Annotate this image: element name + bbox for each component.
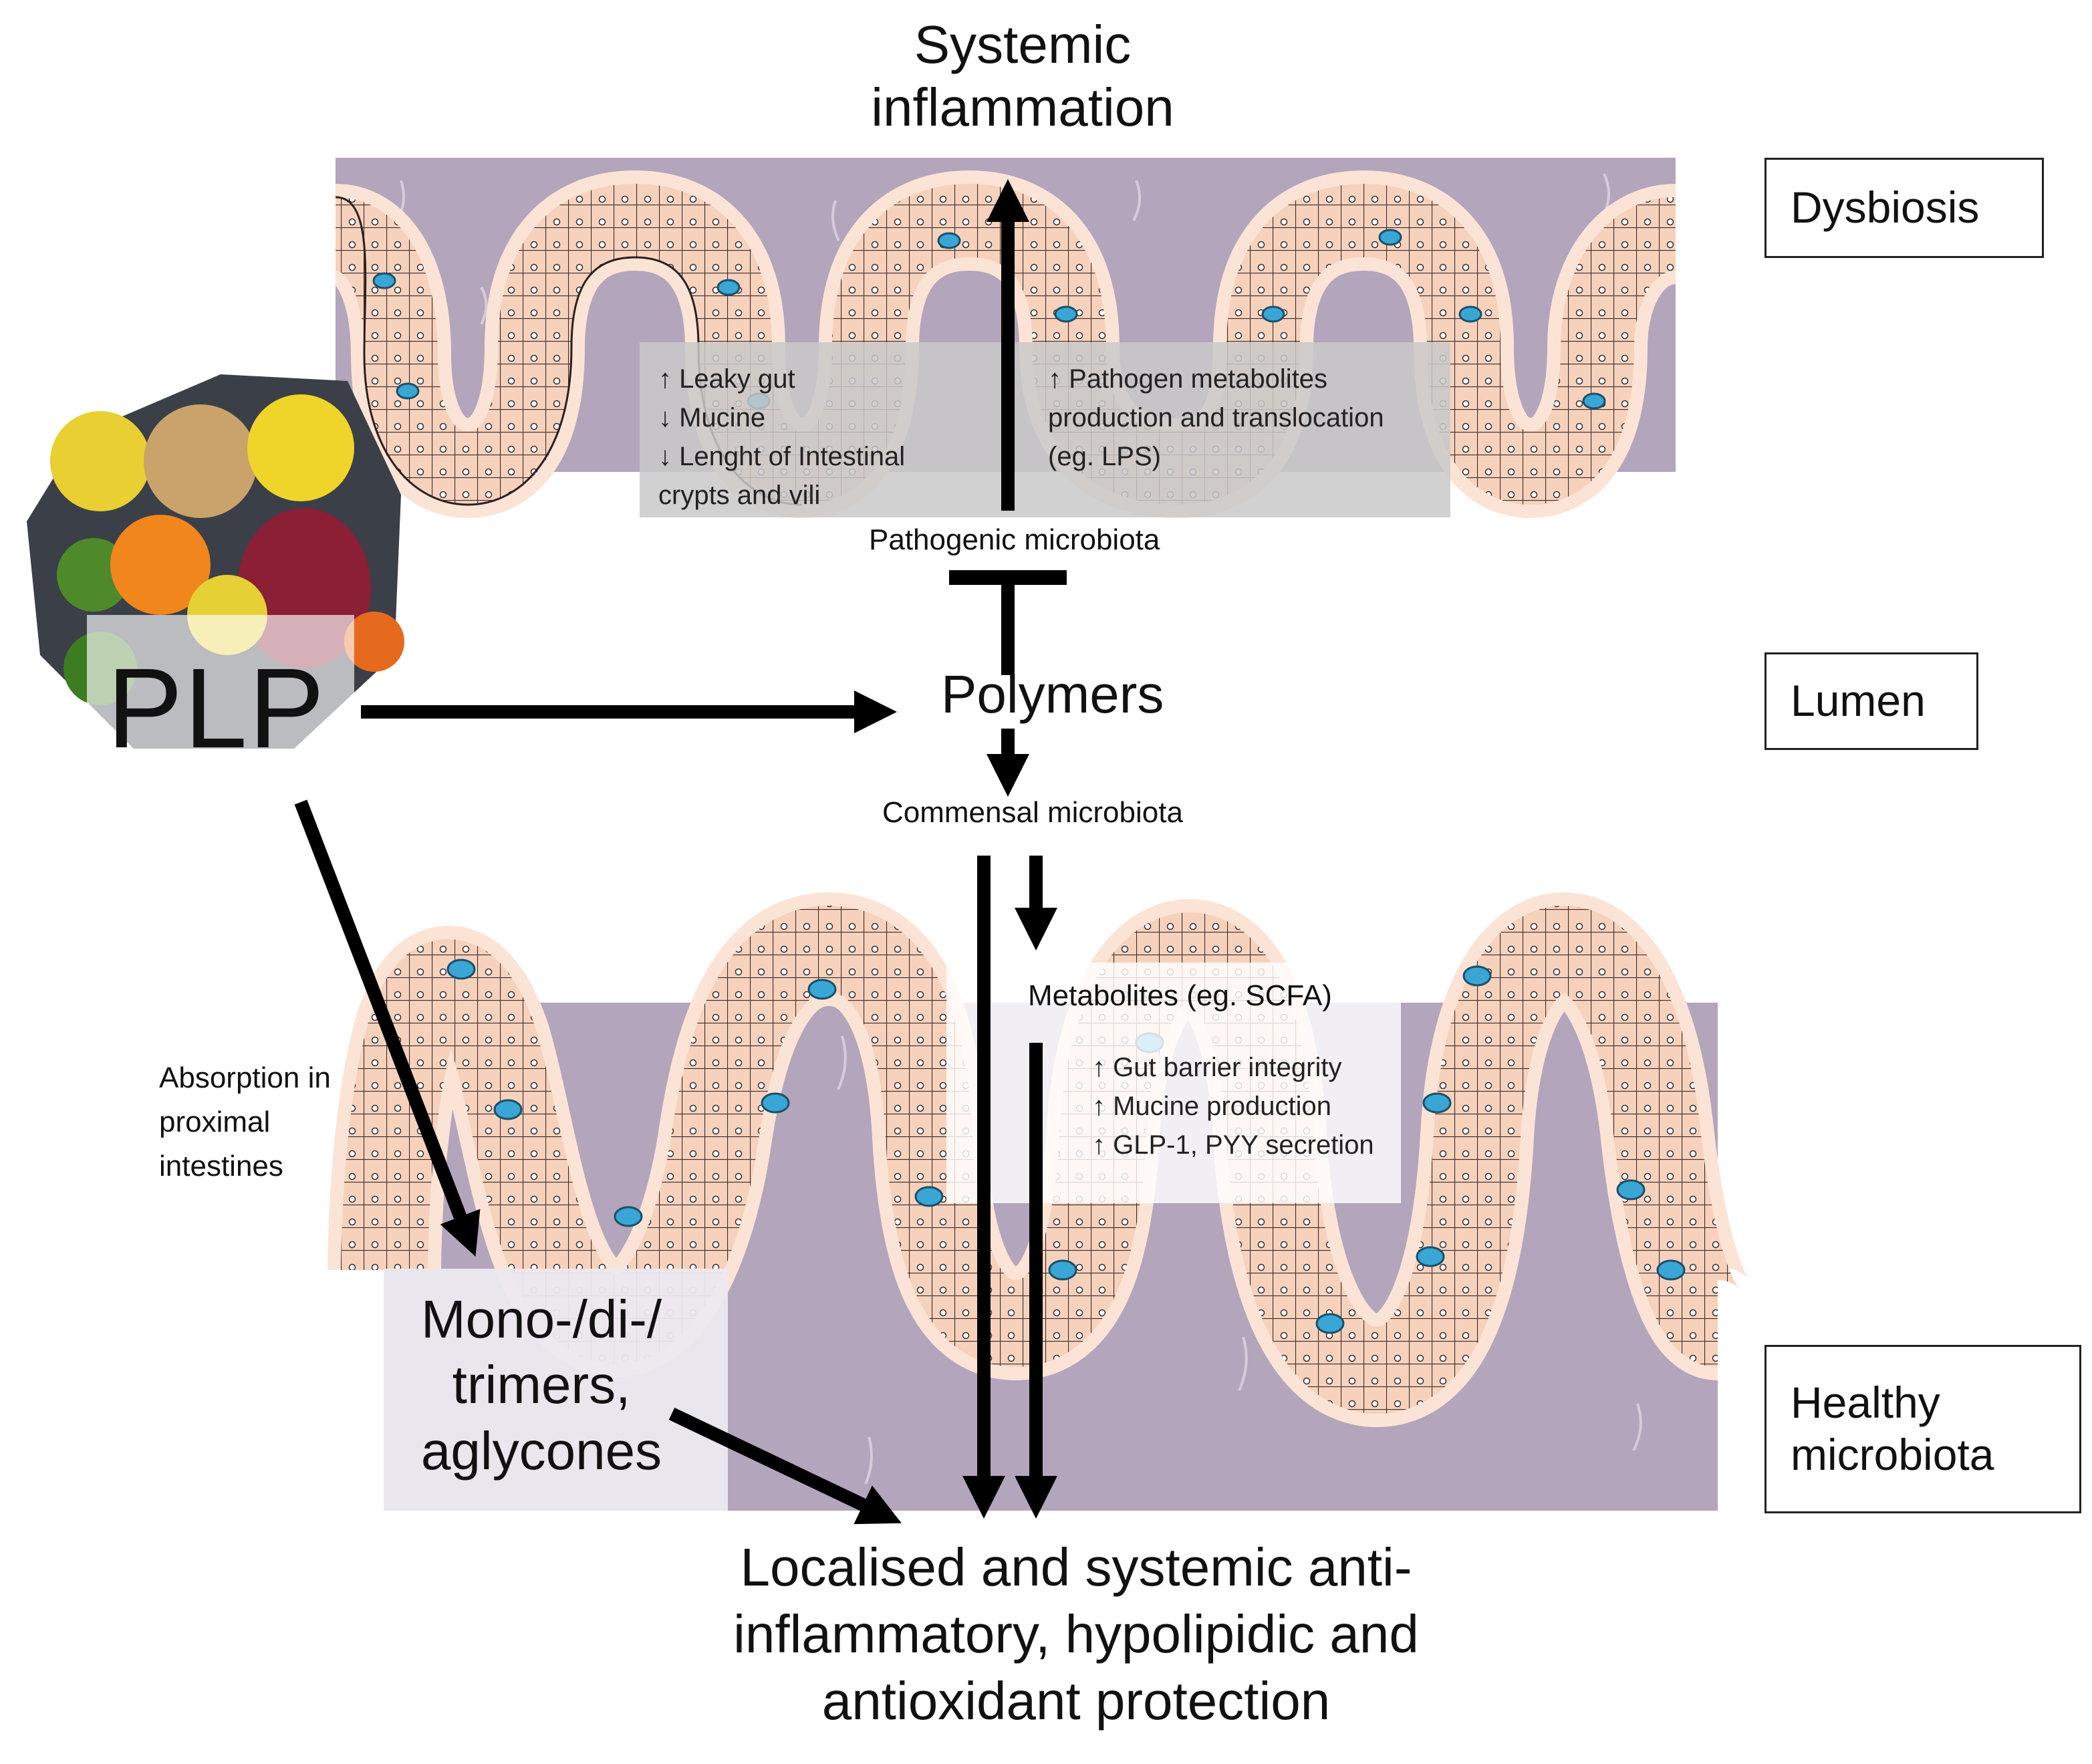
arrow-plp-to-monomers xyxy=(294,799,481,1257)
dysbiosis-label: Dysbiosis xyxy=(1764,158,2044,258)
healthy-effects: ↑ Gut barrier integrity ↑ Mucine product… xyxy=(1092,1053,1374,1160)
healthy-villi-cells xyxy=(341,905,1740,1414)
pathogenic-microbiota-label: Pathogenic microbiota xyxy=(869,523,1160,556)
plp-label: PLP xyxy=(107,645,326,772)
dysbiosis-effects-left: ↑ Leaky gut ↓ Mucine ↓ Lenght of Intesti… xyxy=(658,364,906,510)
lemon-1 xyxy=(50,411,150,511)
arrow-monomers-to-protection xyxy=(668,1407,902,1525)
ginger xyxy=(144,404,257,518)
lumen-label: Lumen xyxy=(1764,652,1978,750)
metabolites-label: Metabolites (eg. SCFA) xyxy=(1028,979,1332,1012)
dysbiosis-effects-right: ↑ Pathogen metabolites production and tr… xyxy=(1048,364,1384,471)
healthy-microbiota-label: Healthy microbiota xyxy=(1764,1345,2081,1513)
dysbiosis-villi-cells xyxy=(332,183,1678,505)
polymers-label: Polymers xyxy=(941,664,1164,724)
monomers-label: Mono-/di-/ trimers, aglycones xyxy=(420,1289,662,1481)
systemic-inflammation-title: Systemic inflammation xyxy=(871,15,1174,138)
dysbiosis-effects-panel xyxy=(640,342,1450,517)
absorption-label: Absorption in proximal intestines xyxy=(159,1061,331,1182)
commensal-microbiota-label: Commensal microbiota xyxy=(882,796,1183,829)
plp-label-bg xyxy=(87,615,354,755)
lemon-2 xyxy=(247,394,354,501)
arrows xyxy=(294,178,1067,1525)
orange xyxy=(110,515,211,615)
healthy-effects-panel xyxy=(946,963,1401,1203)
protection-outcome: Localised and systemic anti- inflammator… xyxy=(733,1537,1419,1731)
fruit-basket-image xyxy=(27,374,404,755)
monomers-panel xyxy=(384,1269,728,1511)
tangerine xyxy=(344,612,404,672)
